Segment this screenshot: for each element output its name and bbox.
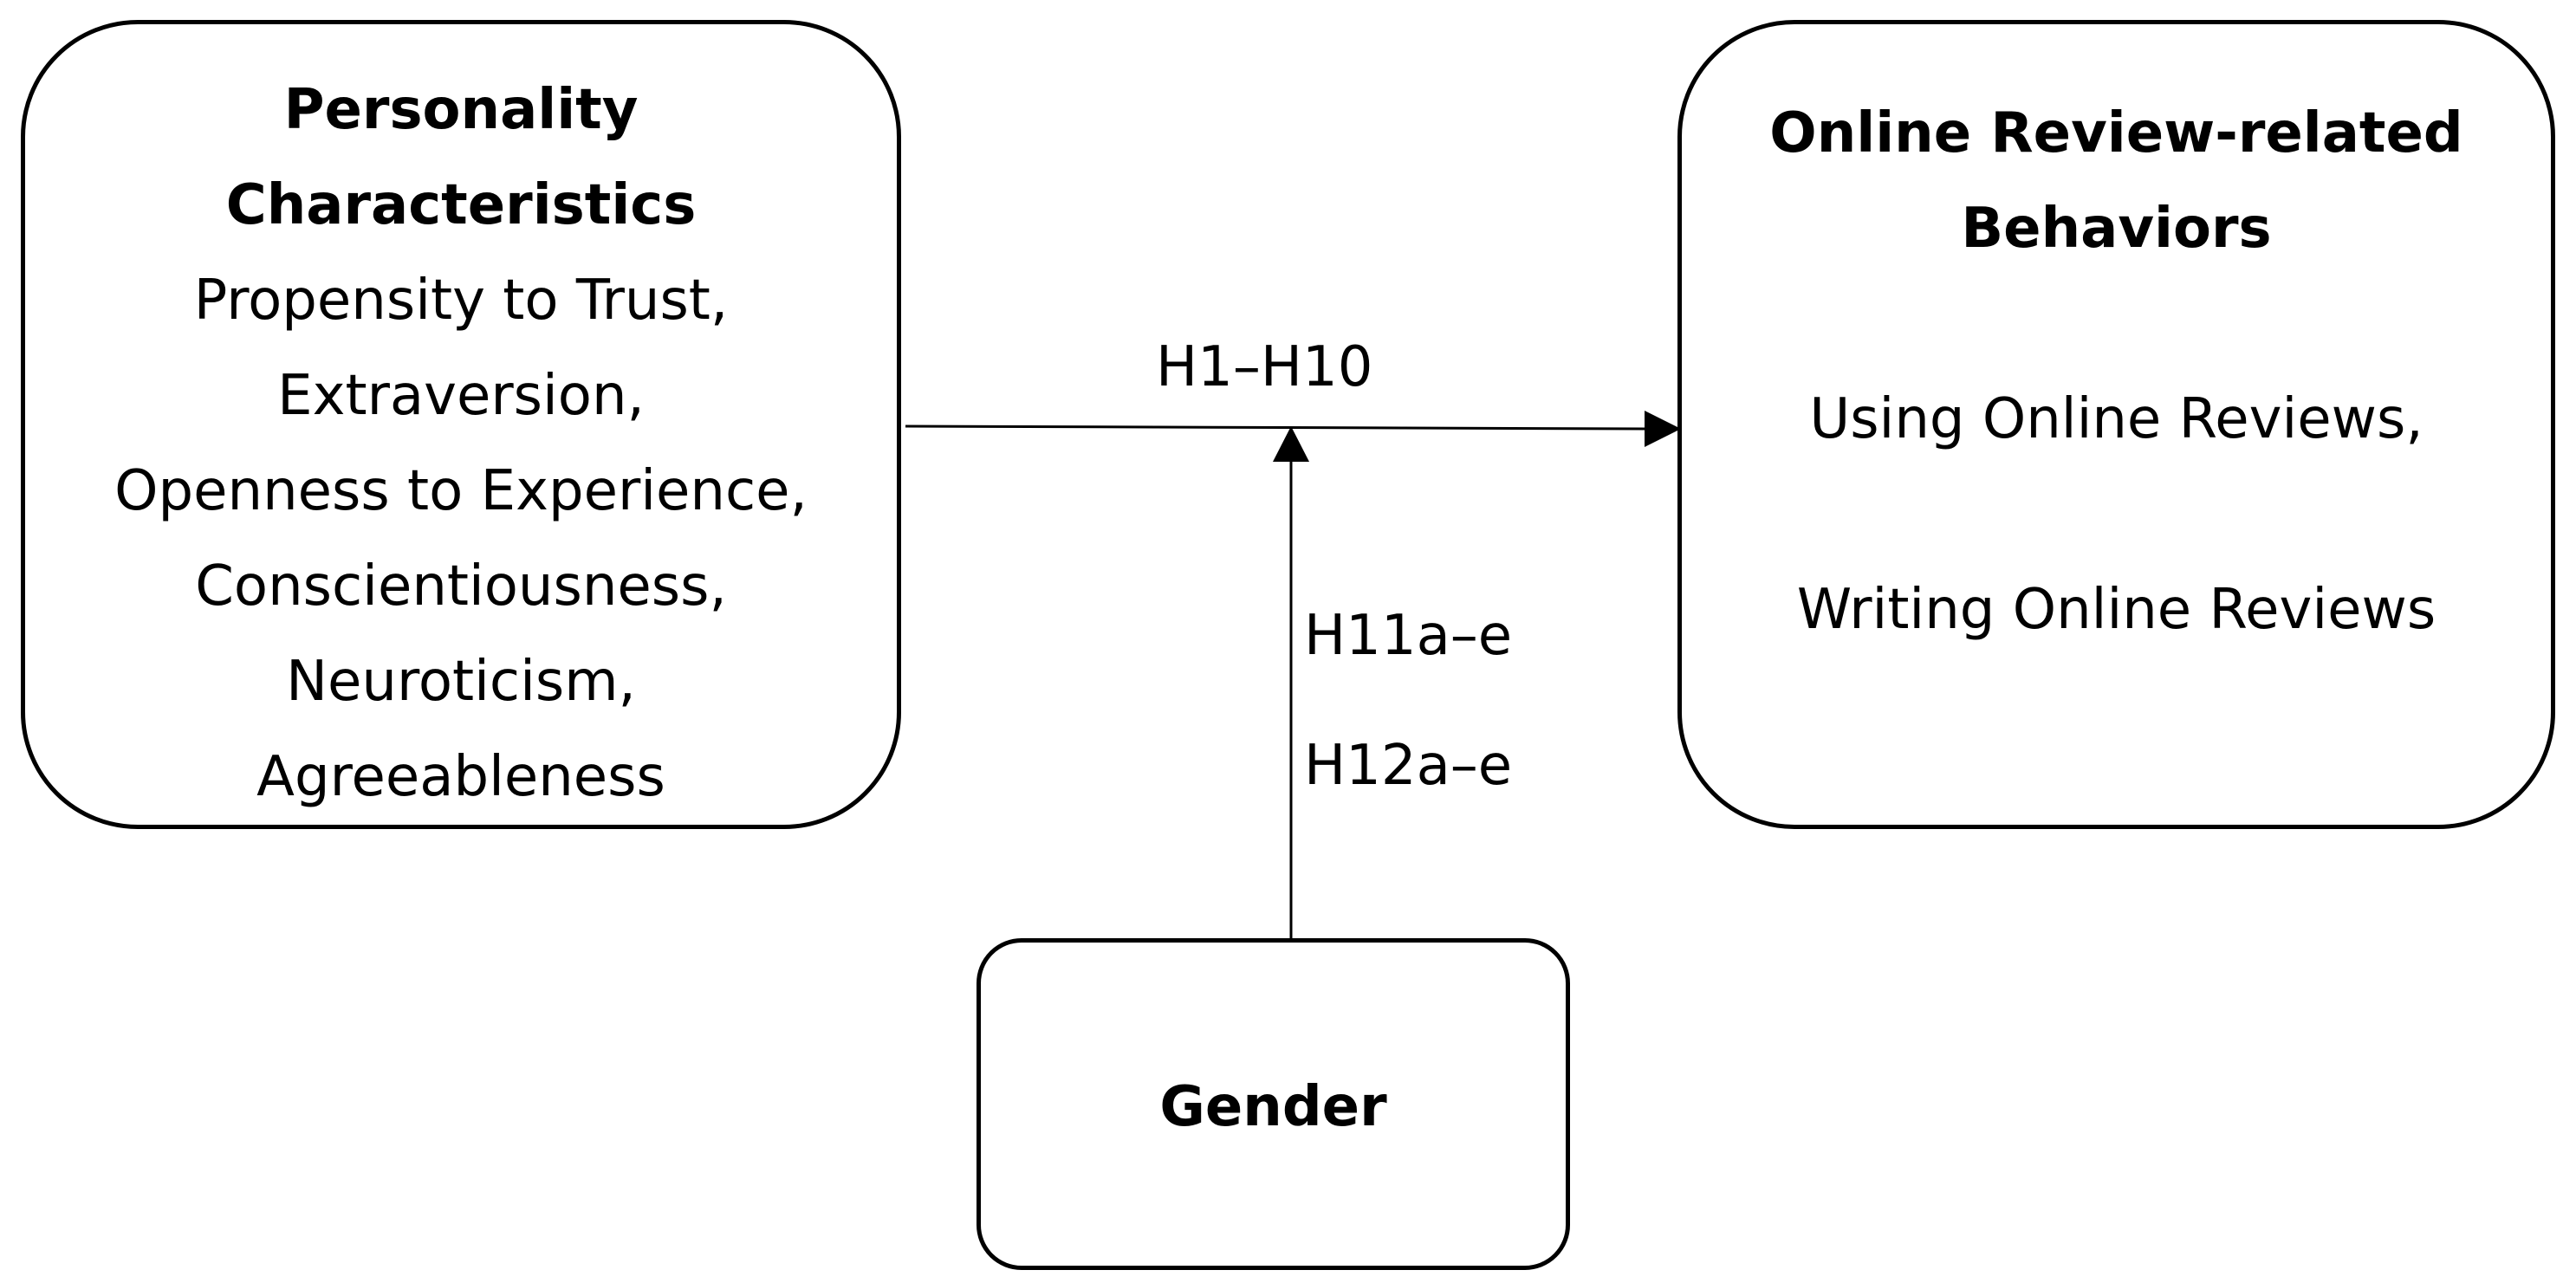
personality-item: Propensity to Trust, — [193, 269, 729, 333]
main-edge-label: H1–H10 — [1156, 335, 1373, 399]
personality-characteristics-box: Personality Characteristics Propensity t… — [21, 20, 901, 829]
personality-item: Extraversion, — [277, 364, 645, 428]
personality-title-line2: Characteristics — [225, 173, 697, 237]
moderator-edge-label-h11: H11a–e — [1304, 604, 1513, 668]
personality-item: Openness to Experience, — [114, 459, 808, 523]
moderator-arrowhead — [1273, 426, 1309, 462]
behaviors-item: Writing Online Reviews — [1796, 578, 2436, 642]
gender-box: Gender — [977, 938, 1570, 1270]
moderator-edge-label-h12: H12a–e — [1304, 734, 1513, 798]
behaviors-item: Using Online Reviews, — [1809, 387, 2424, 451]
main-arrow-line — [905, 424, 1647, 431]
personality-item: Conscientiousness, — [195, 554, 727, 619]
behaviors-title-line2: Behaviors — [1961, 197, 2272, 261]
personality-title-line1: Personality — [283, 78, 639, 142]
personality-item: Neuroticism, — [286, 650, 636, 714]
main-arrowhead — [1645, 411, 1681, 447]
gender-title: Gender — [1159, 1075, 1387, 1139]
online-review-behaviors-box: Online Review-related Behaviors Using On… — [1677, 20, 2555, 829]
personality-item: Agreeableness — [256, 745, 665, 809]
behaviors-title-line1: Online Review-related — [1769, 101, 2463, 165]
